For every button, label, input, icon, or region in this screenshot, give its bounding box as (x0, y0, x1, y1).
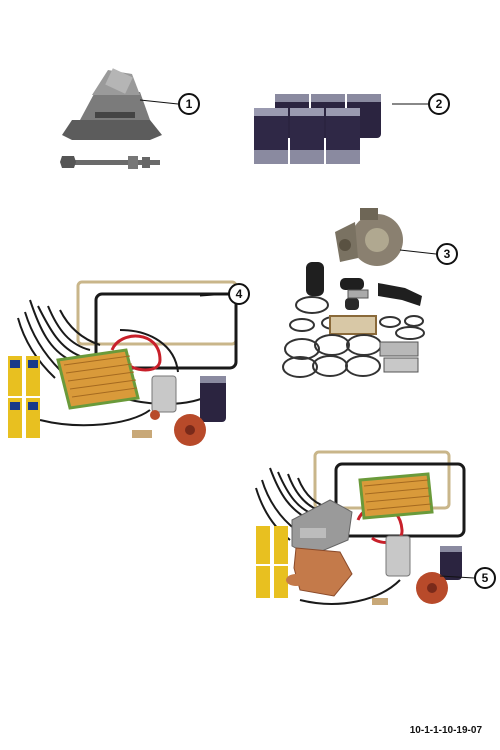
ignition-wires-kit5 (255, 467, 401, 605)
callout-5: 5 (474, 567, 496, 589)
valve-cover-gasket-kit4 (76, 280, 238, 370)
oil-filter-kit4 (200, 376, 226, 422)
mount-bolt (60, 156, 160, 169)
condenser-kit5 (385, 535, 411, 577)
leader-lines (139, 99, 475, 579)
callout-1: 1 (178, 93, 200, 115)
spark-plugs-kit4 (8, 356, 40, 438)
callout-4: 4 (228, 283, 250, 305)
distributor-cap-kit5 (416, 572, 448, 604)
rotor-kit4 (132, 430, 152, 438)
oil-filters (254, 94, 381, 164)
air-filter-kit5 (358, 472, 434, 520)
fuel-pump-kit5 (291, 499, 353, 557)
air-filter-kit4 (56, 348, 140, 410)
coolant-hoses (306, 262, 422, 310)
reference-code: 10-1-1-10-19-07 (409, 725, 482, 736)
hose-clamps (347, 289, 419, 373)
callout-2: 2 (428, 93, 450, 115)
red-wire-kit4 (110, 334, 162, 372)
spark-plugs-kit5 (256, 526, 288, 598)
pump-rings-gaskets (282, 296, 425, 378)
water-pump (335, 208, 403, 266)
rotor-kit5 (372, 598, 388, 605)
condenser-kit4 (151, 375, 177, 413)
gaskets-kit5 (286, 547, 353, 597)
filter-front-1 (254, 108, 288, 164)
filter-front-2 (290, 108, 324, 164)
callout-3: 3 (436, 243, 458, 265)
oil-filter-kit5 (440, 546, 462, 580)
filter-front-3 (326, 108, 360, 164)
engine-mount (62, 68, 162, 140)
distributor-cap-kit4 (150, 410, 206, 446)
